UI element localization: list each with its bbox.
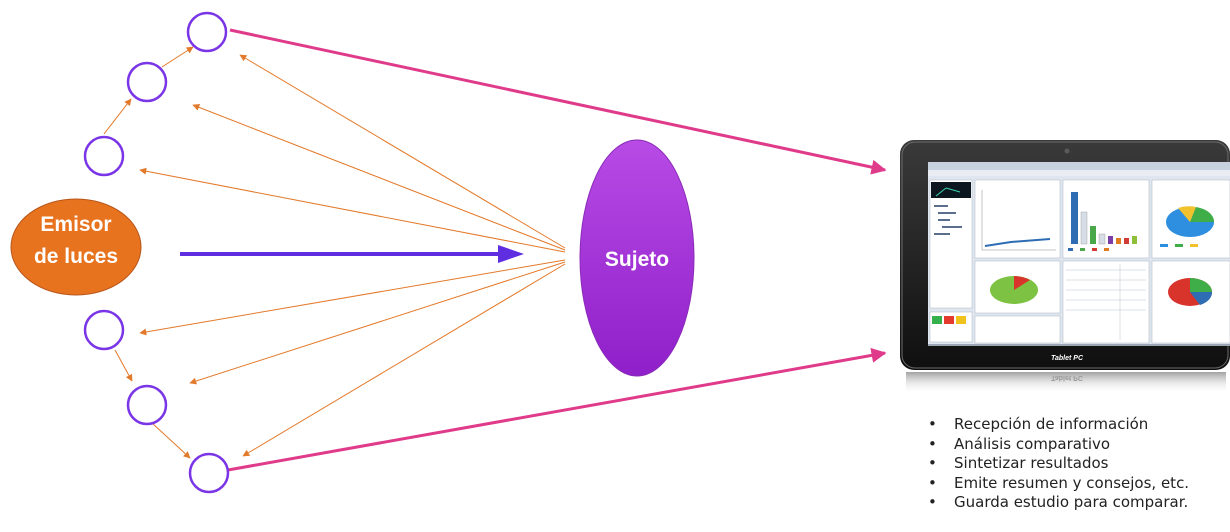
subject-node: Sujeto bbox=[579, 139, 695, 377]
tablet-pc: Tablet PC Tablet PC bbox=[900, 140, 1230, 394]
reflection-arrow bbox=[189, 261, 566, 385]
feature-text: Emite resumen y consejos, etc. bbox=[954, 473, 1190, 492]
feature-text: Guarda estudio para comparar. bbox=[954, 493, 1189, 511]
feature-item: • Análisis comparativo bbox=[928, 435, 1189, 455]
sensor-chain-arrow bbox=[161, 46, 194, 68]
sensor-circle bbox=[188, 452, 230, 494]
feature-item: • Recepción de información bbox=[928, 415, 1189, 435]
bullet-marker: • bbox=[928, 415, 937, 433]
bullet-marker: • bbox=[928, 454, 937, 472]
feature-item: • Guarda estudio para comparar. bbox=[928, 493, 1189, 513]
sensor-circle bbox=[83, 135, 125, 177]
tablet-reflection bbox=[906, 372, 1226, 394]
top-sensor-to-tablet-link bbox=[229, 28, 887, 175]
feature-text: Sintetizar resultados bbox=[954, 454, 1109, 472]
feature-item: • Sintetizar resultados bbox=[928, 454, 1189, 474]
sensor-chain-arrow bbox=[103, 98, 132, 135]
sensor-chain-arrow bbox=[114, 349, 133, 382]
reflection-arrow bbox=[139, 167, 566, 253]
reflection-arrow bbox=[192, 104, 566, 251]
sensor-circle bbox=[126, 61, 168, 103]
bullet-marker: • bbox=[928, 473, 937, 492]
sensor-circle bbox=[186, 11, 228, 53]
emitter-label-line2: de luces bbox=[34, 245, 118, 268]
tablet-screen bbox=[928, 162, 1230, 346]
bottom-sensor-to-tablet-link bbox=[227, 347, 887, 472]
reflection-arrow bbox=[239, 54, 566, 249]
feature-item: • Emite resumen y consejos, etc. bbox=[928, 474, 1189, 494]
sensor-circle bbox=[126, 384, 168, 426]
tablet-camera bbox=[1064, 148, 1070, 154]
reflection-arrow bbox=[139, 259, 566, 336]
reflection-arrow bbox=[242, 263, 566, 457]
emitter-node: Emisor de luces bbox=[10, 198, 142, 296]
sensor-chain-arrow bbox=[151, 422, 191, 459]
subject-label: Sujeto bbox=[605, 248, 669, 271]
feature-text: Análisis comparativo bbox=[954, 434, 1111, 453]
bullet-marker: • bbox=[928, 434, 937, 453]
tablet-caption: Tablet PC bbox=[1051, 355, 1084, 362]
bullet-marker: • bbox=[928, 493, 937, 511]
feature-text: Recepción de información bbox=[954, 415, 1149, 433]
reflection-arrows bbox=[139, 54, 566, 457]
sensor-circle bbox=[83, 309, 125, 351]
emitter-label-line1: Emisor bbox=[40, 213, 111, 236]
feature-list: • Recepción de información • Análisis comp… bbox=[928, 415, 1189, 513]
tablet-reflection-text: Tablet PC bbox=[1051, 374, 1083, 381]
main-light-arrow bbox=[180, 245, 524, 263]
